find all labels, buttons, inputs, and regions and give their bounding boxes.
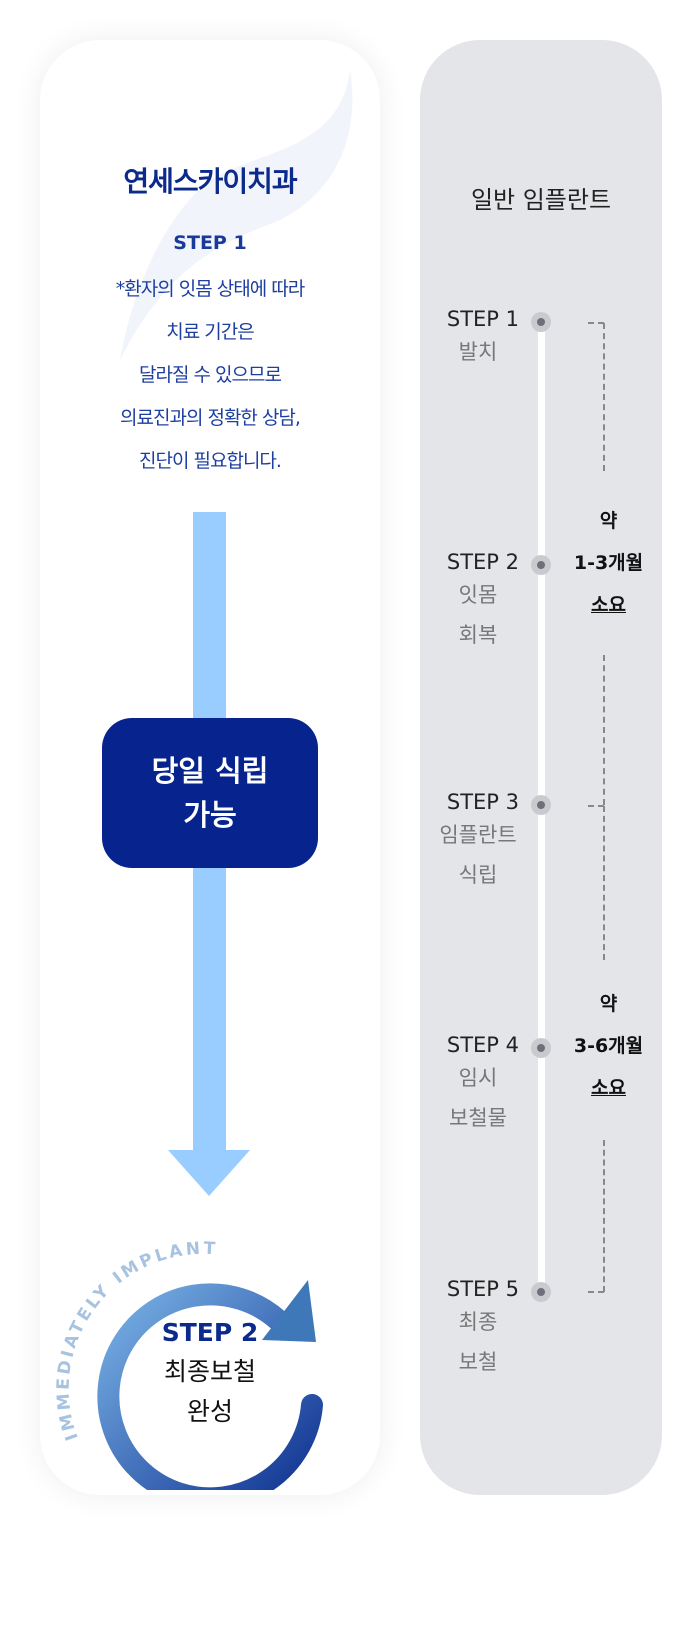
badge-line: 가능 (183, 798, 237, 832)
duration-line: 약 (599, 993, 618, 1015)
same-day-implant-card: 연세스카이치과 STEP 1 *환자의 잇몸 상태에 따라 치료 기간은 달라질… (40, 40, 380, 1495)
duration-line: 약 (599, 510, 618, 532)
step-desc-line: 보철물 (449, 1106, 507, 1130)
bracket-2 (603, 655, 605, 805)
step-desc-line: 식립 (458, 863, 498, 887)
duration-line: 1-3개월 (573, 552, 644, 574)
note-line: *환자의 잇몸 상태에 따라 (115, 278, 305, 300)
note-line: 진단이 필요합니다. (139, 450, 282, 472)
step-desc-line: 발치 (458, 340, 498, 364)
step-label: STEP 2 (446, 550, 519, 574)
duration-2: 약 3-6개월 소요 (555, 983, 662, 1109)
duration-line: 소요 (591, 594, 626, 616)
timeline-dot (531, 555, 551, 575)
step-desc-line: 임플란트 (439, 823, 517, 847)
desc-line: 최종보철 (163, 1357, 256, 1386)
step-desc-line: 최종 (458, 1310, 498, 1334)
down-arrow-icon (168, 1150, 250, 1196)
clinic-name: 연세스카이치과 (123, 165, 297, 198)
same-day-badge: 당일 식립 가능 (102, 718, 318, 868)
bracket-3 (603, 806, 605, 960)
general-implant-title: 일반 임플란트 (470, 186, 612, 214)
logo-watermark-icon (120, 70, 353, 360)
step-label: STEP 3 (446, 790, 519, 814)
timeline-dot (531, 1038, 551, 1058)
bracket-1 (603, 323, 605, 471)
bracket-tick (588, 322, 604, 324)
note-line: 달라질 수 있으므로 (139, 364, 282, 386)
timeline-dot (531, 795, 551, 815)
duration-1: 약 1-3개월 소요 (555, 500, 662, 626)
step-label: STEP 1 (446, 307, 519, 331)
step-desc-line: 잇몸 (458, 583, 498, 607)
step1-label: STEP 1 (173, 232, 247, 254)
desc-line: 완성 (186, 1397, 233, 1426)
note-line: 치료 기간은 (166, 321, 254, 343)
step-label: STEP 5 (446, 1277, 519, 1301)
bracket-tick (588, 805, 604, 807)
step-desc: 발치 (430, 332, 526, 372)
step2-label: STEP 2 (161, 1318, 259, 1347)
bracket-tick (588, 1291, 604, 1293)
step-desc-line: 회복 (458, 623, 498, 647)
step-desc-line: 임시 (458, 1066, 498, 1090)
step-label: STEP 4 (446, 1033, 519, 1057)
badge-line: 당일 식립 (151, 754, 269, 788)
timeline-dot (531, 312, 551, 332)
duration-line: 3-6개월 (573, 1035, 644, 1057)
step-desc-line: 보철 (458, 1350, 498, 1374)
duration-line: 소요 (591, 1077, 626, 1099)
cycle-arrow-icon: IMMEDIATELY IMPLANT (53, 1239, 323, 1490)
bracket-4 (603, 1140, 605, 1292)
note-line: 의료진과의 정확한 상담, (120, 407, 301, 429)
treatment-note: *환자의 잇몸 상태에 따라 치료 기간은 달라질 수 있으므로 의료진과의 정… (40, 268, 380, 483)
timeline-dot (531, 1282, 551, 1302)
step2-desc: 최종보철 완성 (40, 1352, 380, 1432)
